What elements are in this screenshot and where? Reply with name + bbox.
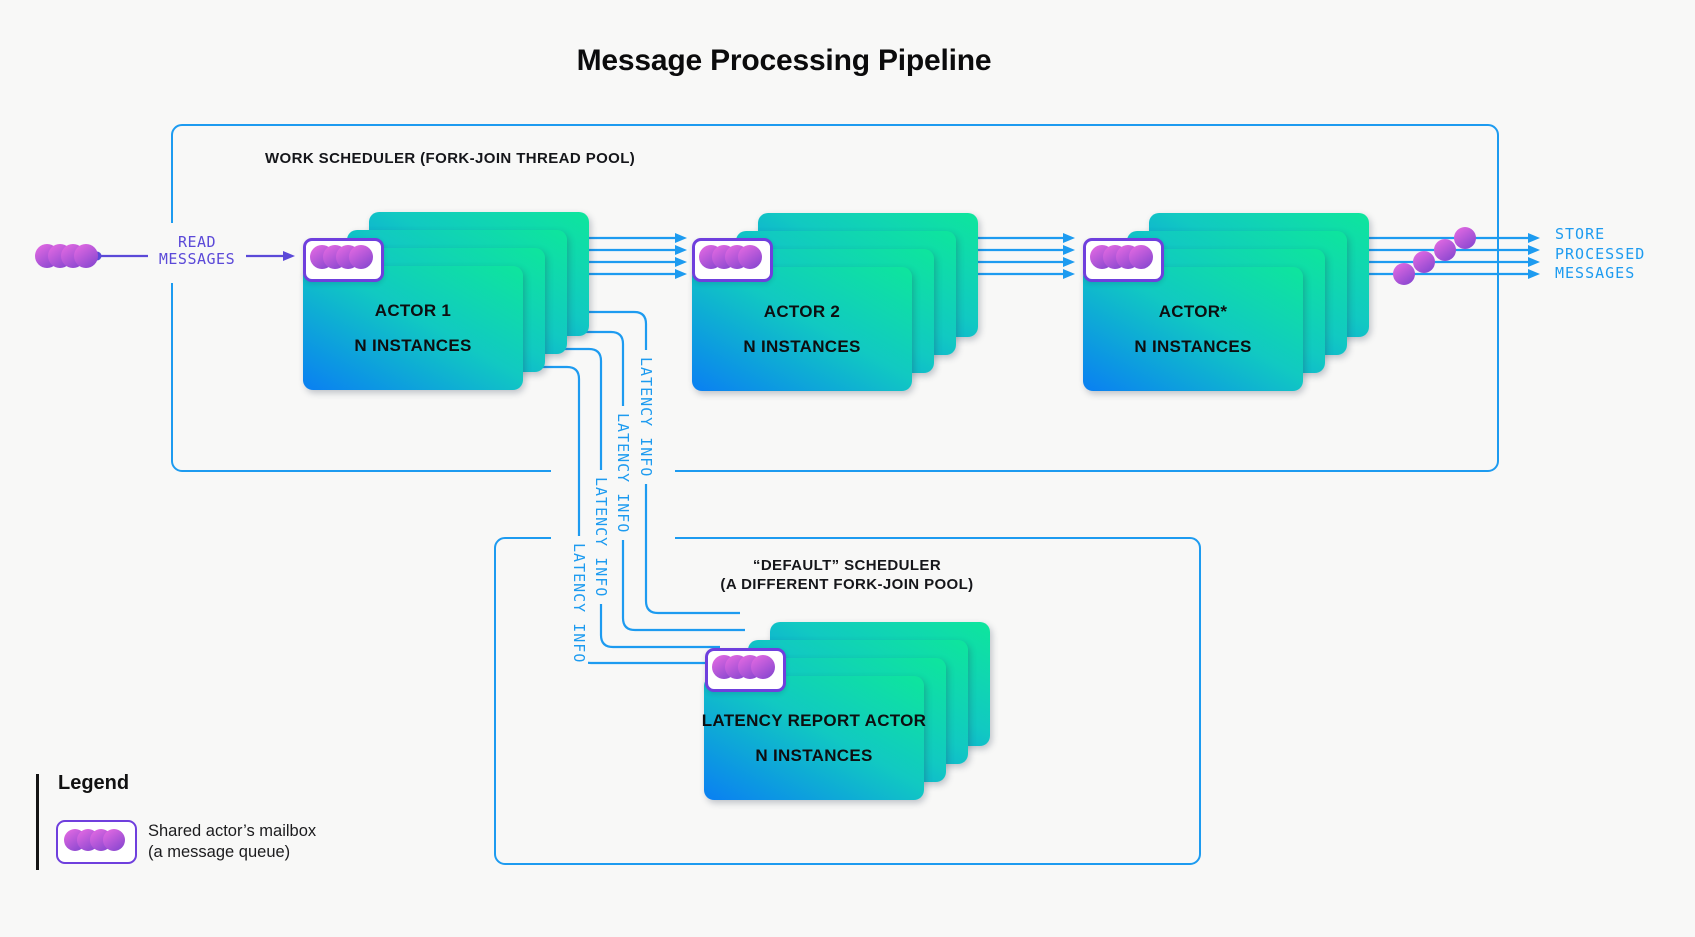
message-dot-icon xyxy=(1129,245,1153,269)
message-dot-icon xyxy=(1413,251,1435,273)
message-dot-icon xyxy=(1454,227,1476,249)
page-title: Message Processing Pipeline xyxy=(576,44,992,77)
actor2-name: ACTOR 2 xyxy=(763,301,841,321)
actor1-mailbox-icon xyxy=(303,238,384,282)
actor3-name: ACTOR* xyxy=(1158,301,1228,321)
read-messages-label-line2: MESSAGES xyxy=(158,250,236,268)
actor1-card-front: ACTOR 1 N INSTANCES xyxy=(303,266,523,390)
message-dot-icon xyxy=(751,655,775,679)
store-processed-messages-label: STORE PROCESSED MESSAGES xyxy=(1555,225,1645,284)
message-dot-icon xyxy=(1434,239,1456,261)
work-scheduler-box-outline xyxy=(171,124,1499,472)
store-label-line1: STORE xyxy=(1555,225,1606,243)
message-dot-icon xyxy=(1393,263,1415,285)
default-scheduler-label-line1: “DEFAULT” SCHEDULER xyxy=(752,557,942,574)
latency-info-label-3: LATENCY INFO xyxy=(592,470,610,605)
legend-divider xyxy=(36,774,39,870)
actor2-card-front: ACTOR 2 N INSTANCES xyxy=(692,267,912,391)
latency-info-label-4: LATENCY INFO xyxy=(570,536,588,671)
default-scheduler-label: “DEFAULT” SCHEDULER (A DIFFERENT FORK-JO… xyxy=(720,556,973,594)
work-scheduler-label: WORK SCHEDULER (FORK-JOIN THREAD POOL) xyxy=(265,150,636,167)
actor1-instances: N INSTANCES xyxy=(354,335,472,355)
legend-item-line1: Shared actor’s mailbox xyxy=(148,822,317,840)
actor3-mailbox-icon xyxy=(1083,238,1164,282)
latency-info-label-2: LATENCY INFO xyxy=(614,406,632,541)
latency-report-actor-name: LATENCY REPORT ACTOR xyxy=(701,710,927,730)
actor1-name: ACTOR 1 xyxy=(374,300,452,320)
legend-heading: Legend xyxy=(58,772,130,794)
default-scheduler-box-outline xyxy=(494,537,1201,865)
message-dot-icon xyxy=(74,244,98,268)
shared-mailbox-legend-icon xyxy=(56,820,137,864)
latency-report-actor-instances: N INSTANCES xyxy=(755,745,873,765)
actor3-card-front: ACTOR* N INSTANCES xyxy=(1083,267,1303,391)
actor3-instances: N INSTANCES xyxy=(1134,336,1252,356)
actor2-mailbox-icon xyxy=(692,238,773,282)
actor2-instances: N INSTANCES xyxy=(743,336,861,356)
legend-item-text: Shared actor’s mailbox (a message queue) xyxy=(148,821,316,863)
latency-report-actor-mailbox-icon xyxy=(705,648,786,692)
legend-item-line2: (a message queue) xyxy=(148,843,291,861)
message-dot-icon xyxy=(103,829,125,851)
message-dot-icon xyxy=(738,245,762,269)
read-messages-label-line1: READ xyxy=(177,233,217,251)
default-scheduler-label-line2: (A DIFFERENT FORK-JOIN POOL) xyxy=(720,576,974,593)
latency-info-label-1: LATENCY INFO xyxy=(637,350,655,485)
latency-report-actor-card-front: LATENCY REPORT ACTOR N INSTANCES xyxy=(701,676,927,800)
store-label-line2: PROCESSED xyxy=(1555,244,1646,263)
message-dot-icon xyxy=(349,245,373,269)
read-messages-label: READ MESSAGES xyxy=(159,234,235,268)
store-label-line3: MESSAGES xyxy=(1555,264,1636,282)
